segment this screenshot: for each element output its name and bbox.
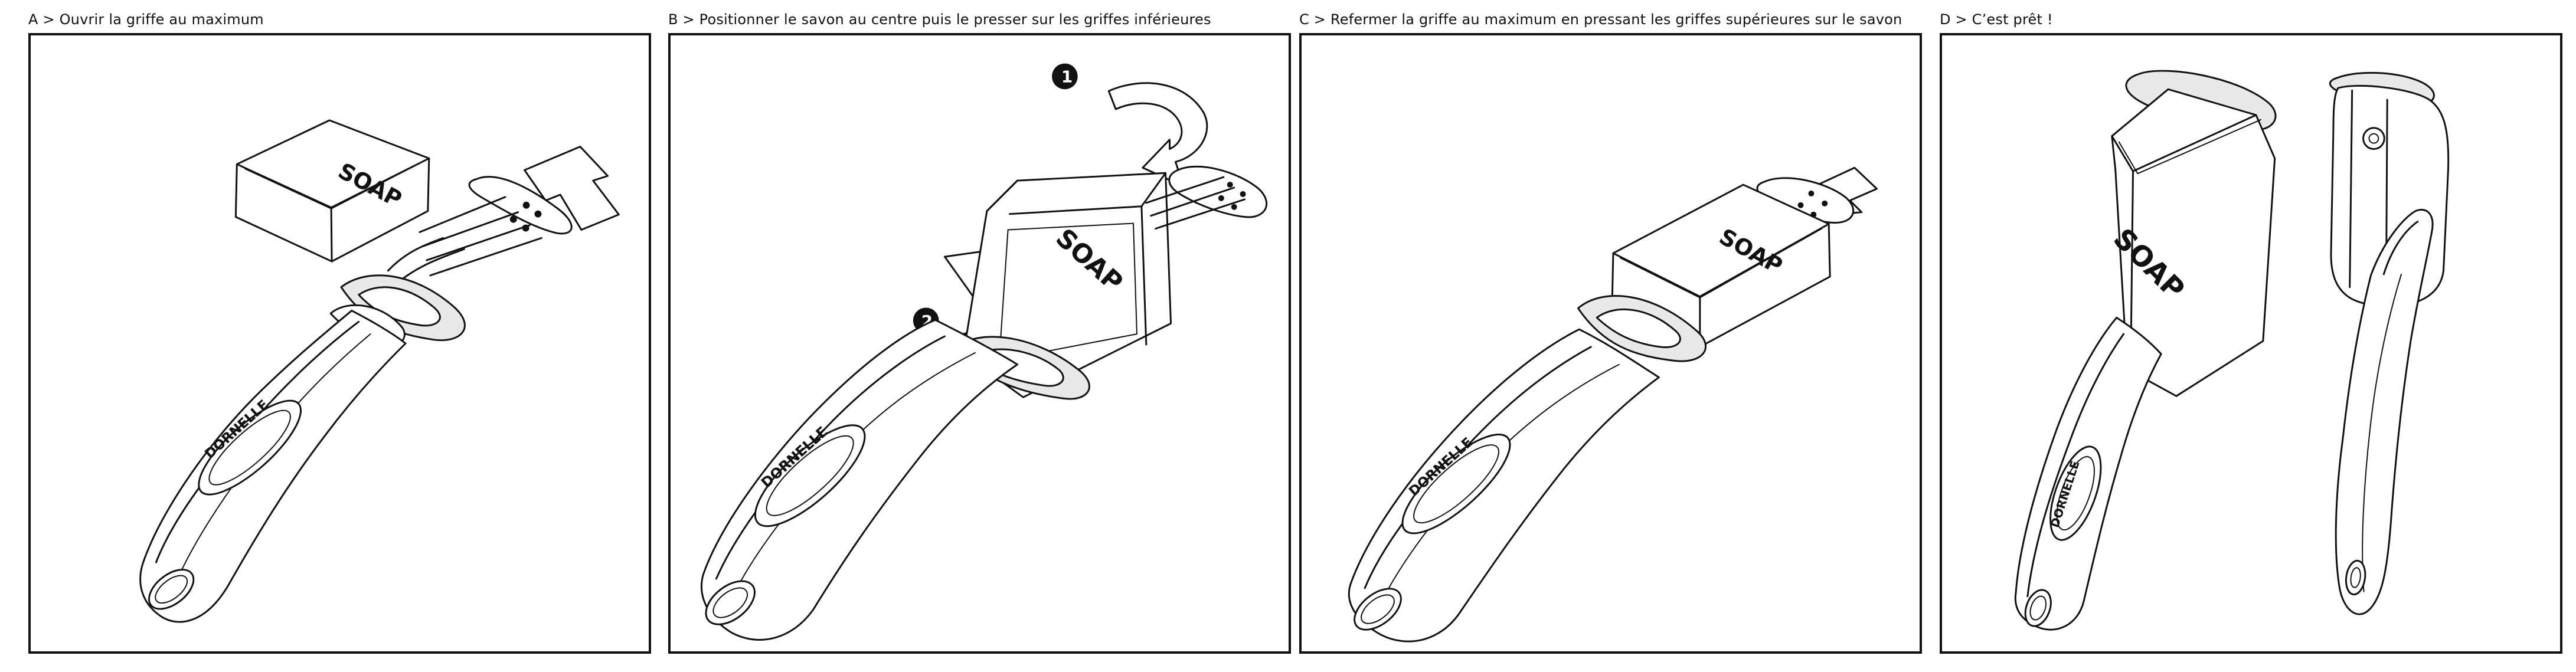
soap-holder-handle: DORNELLE <box>1347 296 1705 642</box>
step-c-illustration: SOAP DORNELLE <box>1302 35 1920 651</box>
assembled-holder-front: SOAP DORNELLE <box>2015 71 2276 630</box>
assembled-holder-side <box>2330 73 2448 614</box>
step-b-panel: 1 2 SOAP <box>668 33 1291 654</box>
step-a-panel: SOAP DORNELLE <box>28 33 651 654</box>
step-c-panel: SOAP DORNELLE <box>1299 33 1922 654</box>
step-one-marker: 1 <box>1052 64 1078 90</box>
step-one-label: 1 <box>1061 67 1073 86</box>
step-b-caption: B > Positionner le savon au centre puis … <box>668 11 1211 28</box>
step-d-illustration: SOAP DORNELLE <box>1942 35 2560 651</box>
step-d-caption: D > C’est prêt ! <box>1940 11 2053 28</box>
step-b-illustration: 1 2 SOAP <box>671 35 1289 651</box>
step-d-panel: SOAP DORNELLE <box>1940 33 2562 654</box>
soap-bar: SOAP <box>236 120 429 261</box>
step-a-caption: A > Ouvrir la griffe au maximum <box>28 11 264 28</box>
soap-holder-handle: DORNELLE <box>698 320 1090 640</box>
step-a-illustration: SOAP DORNELLE <box>31 35 649 651</box>
soap-holder-handle: DORNELLE <box>140 276 465 622</box>
step-c-caption: C > Refermer la griffe au maximum en pre… <box>1299 11 1902 28</box>
